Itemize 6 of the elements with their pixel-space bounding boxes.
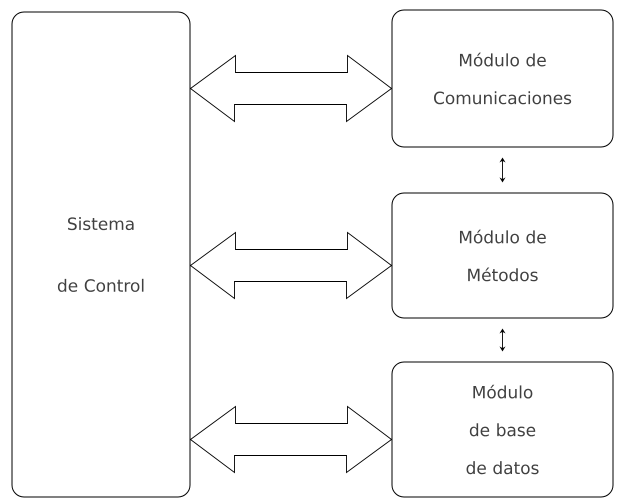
arrow <box>499 328 506 352</box>
control-system-box: Sistema de Control <box>12 12 190 498</box>
module-box: Módulo de base de datos <box>392 362 614 498</box>
module-box: Módulo de Comunicaciones <box>392 10 614 148</box>
arrow <box>499 158 506 182</box>
module-box: Módulo de Métodos <box>392 192 614 318</box>
